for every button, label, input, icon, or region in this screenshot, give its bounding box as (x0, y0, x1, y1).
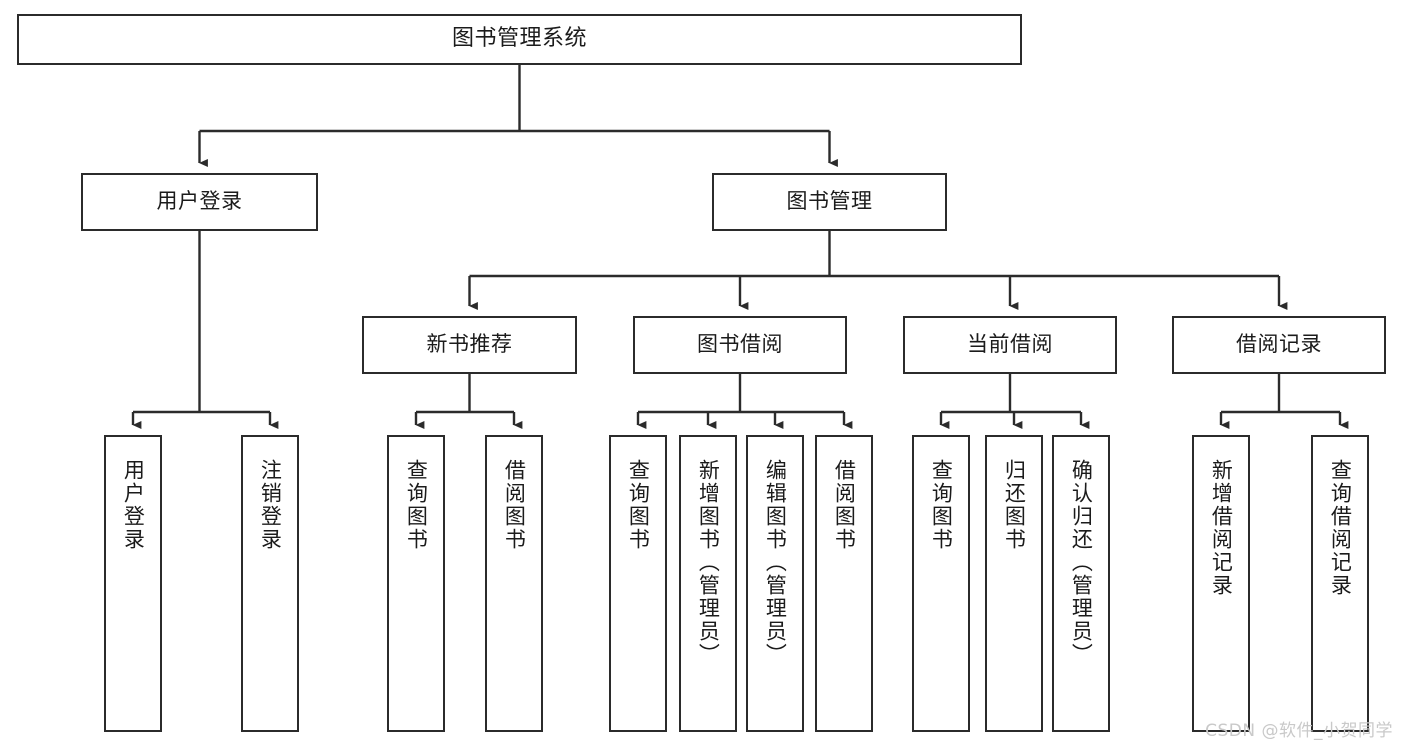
node-l2_0[interactable]: 新书推荐 (362, 316, 577, 374)
node-root[interactable]: 图书管理系统 (17, 14, 1022, 65)
edge-group-l1_1 (468, 231, 1288, 310)
node-leaf_4[interactable]: 查询图书 (609, 435, 667, 732)
node-leaf_9[interactable]: 归还图书 (985, 435, 1043, 732)
edge-group-root (198, 65, 838, 167)
node-leaf_8[interactable]: 查询图书 (912, 435, 970, 732)
node-leaf_1[interactable]: 注销登录 (241, 435, 299, 732)
node-label: 确认归还（管理员） (1069, 459, 1094, 666)
node-l2_1[interactable]: 图书借阅 (633, 316, 847, 374)
node-leaf_6[interactable]: 编辑图书（管理员） (746, 435, 804, 732)
node-l2_3[interactable]: 借阅记录 (1172, 316, 1386, 374)
edge-group-l2_3 (1219, 374, 1349, 429)
edge-group-l2_0 (414, 374, 523, 429)
watermark: CSDN @软件_小贺同学 (1205, 721, 1393, 741)
node-leaf_2[interactable]: 查询图书 (387, 435, 445, 732)
edge-group-l1_0 (131, 231, 279, 429)
node-label: 查询借阅记录 (1328, 459, 1353, 597)
node-leaf_3[interactable]: 借阅图书 (485, 435, 543, 732)
node-label: 归还图书 (1002, 459, 1027, 551)
node-label: 查询图书 (626, 459, 651, 551)
edge-group-l2_1 (636, 374, 853, 429)
node-label: 新增图书（管理员） (696, 459, 721, 666)
node-label: 借阅记录 (1236, 332, 1322, 357)
node-l2_2[interactable]: 当前借阅 (903, 316, 1117, 374)
node-leaf_11[interactable]: 新增借阅记录 (1192, 435, 1250, 732)
node-label: 借阅图书 (502, 459, 527, 551)
node-label: 新增借阅记录 (1209, 459, 1234, 597)
node-label: 编辑图书（管理员） (763, 459, 788, 666)
node-leaf_12[interactable]: 查询借阅记录 (1311, 435, 1369, 732)
node-leaf_0[interactable]: 用户登录 (104, 435, 162, 732)
node-leaf_10[interactable]: 确认归还（管理员） (1052, 435, 1110, 732)
node-label: 查询图书 (929, 459, 954, 551)
node-label: 图书管理系统 (451, 26, 587, 52)
node-label: 查询图书 (404, 459, 429, 551)
node-leaf_5[interactable]: 新增图书（管理员） (679, 435, 737, 732)
node-label: 用户登录 (156, 189, 243, 214)
node-label: 借阅图书 (832, 459, 857, 551)
node-l1_0[interactable]: 用户登录 (81, 173, 318, 231)
node-l1_1[interactable]: 图书管理 (712, 173, 947, 231)
node-label: 当前借阅 (967, 332, 1053, 357)
node-label: 用户登录 (121, 459, 146, 551)
node-label: 注销登录 (258, 459, 283, 551)
node-label: 图书管理 (786, 189, 873, 214)
node-leaf_7[interactable]: 借阅图书 (815, 435, 873, 732)
node-label: 新书推荐 (426, 332, 513, 357)
edge-group-l2_2 (939, 374, 1090, 429)
node-label: 图书借阅 (697, 332, 783, 357)
